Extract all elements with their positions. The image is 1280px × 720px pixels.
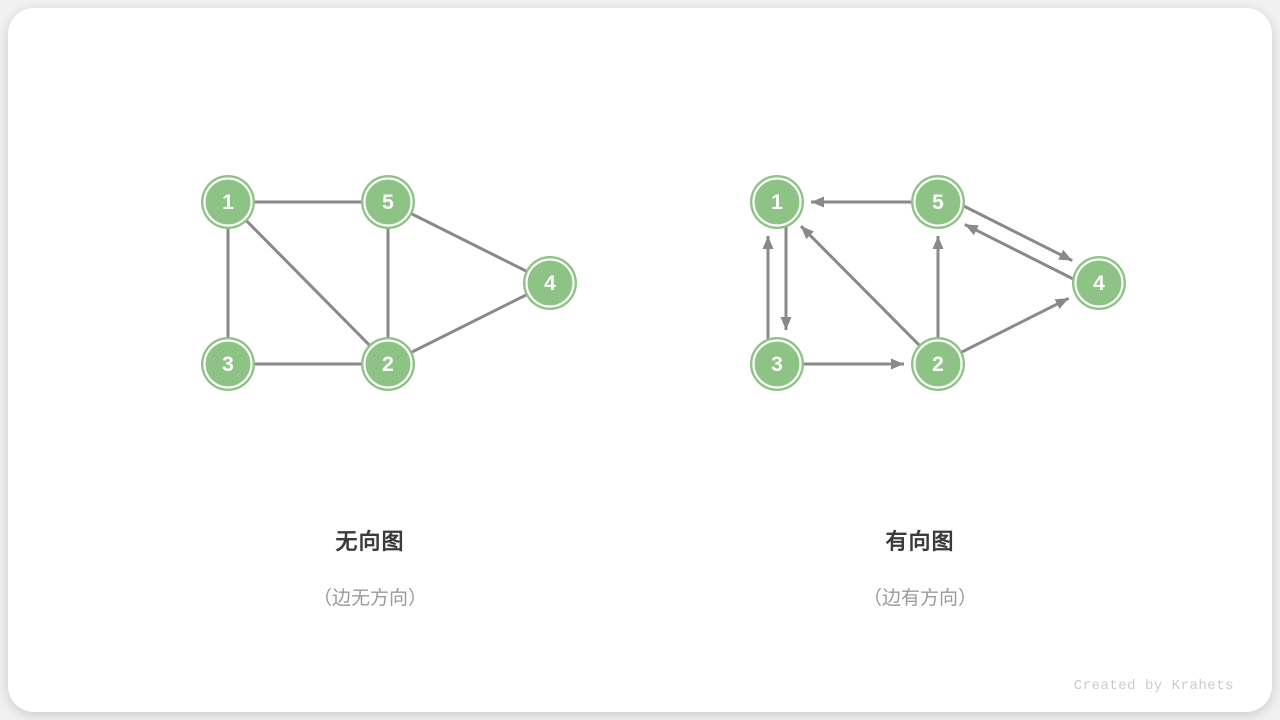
undirected-graph: 1 5 4 3 2 [201, 175, 577, 391]
graph-node-u1: 1 [201, 175, 255, 229]
caption-undirected: 无向图 （边无方向） [210, 524, 530, 610]
node-label: 3 [771, 353, 783, 376]
directed-edge-2-1 [799, 225, 940, 366]
node-label: 2 [382, 353, 394, 376]
node-ring [752, 339, 802, 389]
graph-node-d5: 5 [911, 175, 965, 229]
directed-graph-subtitle: （边有方向） [862, 588, 977, 609]
node-circle [361, 175, 415, 229]
node-circle [911, 337, 965, 391]
node-label: 5 [932, 191, 944, 214]
undirected-edge-2-4 [387, 281, 551, 366]
node-ring [203, 339, 253, 389]
node-ring [363, 177, 413, 227]
node-circle [1072, 256, 1126, 310]
undirected-graph-title: 无向图 [335, 529, 405, 554]
node-ring [913, 339, 963, 389]
graph-node-u4: 4 [523, 256, 577, 310]
node-ring [203, 177, 253, 227]
node-circle [201, 175, 255, 229]
node-label: 3 [222, 353, 234, 376]
graph-node-d2: 2 [911, 337, 965, 391]
node-ring [752, 177, 802, 227]
node-ring [363, 339, 413, 389]
graph-node-d3: 3 [750, 337, 804, 391]
node-label: 5 [382, 191, 394, 214]
node-circle [750, 337, 804, 391]
node-circle [201, 337, 255, 391]
directed-graph-title: 有向图 [885, 529, 955, 554]
graph-node-u3: 3 [201, 337, 255, 391]
undirected-edge-1-2 [226, 200, 390, 366]
node-ring [525, 258, 575, 308]
node-circle [361, 337, 415, 391]
graph-node-u5: 5 [361, 175, 415, 229]
node-circle [750, 175, 804, 229]
node-label: 4 [1093, 272, 1105, 295]
graph-node-d1: 1 [750, 175, 804, 229]
graph-node-u2: 2 [361, 337, 415, 391]
node-ring [913, 177, 963, 227]
node-label: 1 [771, 191, 783, 214]
node-ring [1074, 258, 1124, 308]
node-circle [911, 175, 965, 229]
caption-directed: 有向图 （边有方向） [760, 524, 1080, 610]
graph-node-d4: 4 [1072, 256, 1126, 310]
directed-graph: 1 5 4 3 2 [750, 175, 1126, 391]
node-label: 4 [544, 272, 556, 295]
node-circle [523, 256, 577, 310]
undirected-edge-5-4 [387, 200, 551, 285]
watermark: Created by Krahets [1073, 678, 1234, 694]
node-label: 1 [222, 191, 234, 214]
node-label: 2 [932, 353, 944, 376]
undirected-graph-subtitle: （边无方向） [312, 588, 427, 609]
